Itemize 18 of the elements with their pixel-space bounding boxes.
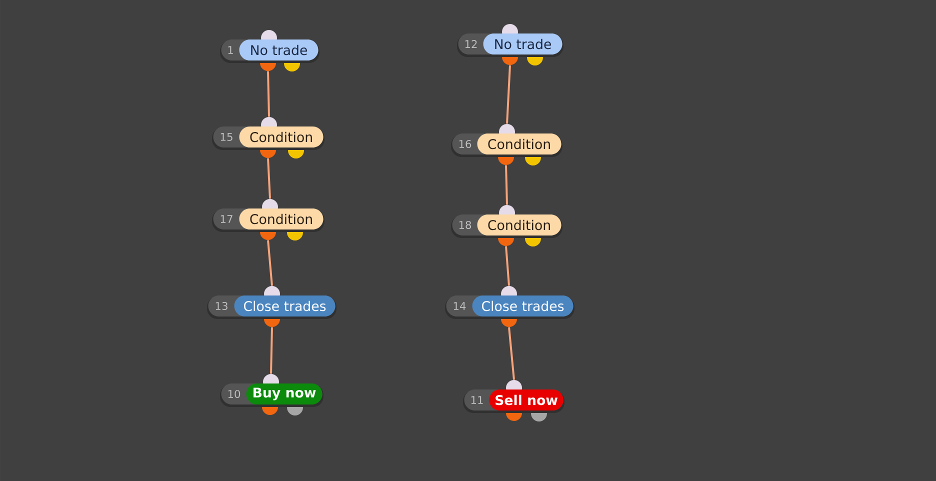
block-node: 11 Sell now — [463, 380, 564, 422]
connector-line — [267, 240, 273, 286]
block-node: 13 Close trades — [207, 286, 336, 327]
connector-line — [505, 246, 510, 286]
connector-line — [267, 158, 271, 199]
block-node: 1 No trade — [220, 30, 320, 72]
block-node: 17 Condition — [212, 199, 324, 240]
block-node: 12 No trade — [457, 24, 564, 66]
connector-line — [270, 327, 273, 374]
block-node: 10 Buy now — [220, 374, 324, 416]
block-node: 15 Condition — [212, 117, 324, 158]
connector-line — [505, 165, 508, 205]
block-node: 14 Close trades — [445, 286, 574, 327]
connector-line — [506, 65, 511, 124]
block-node: 18 Condition — [451, 205, 562, 246]
connector-line — [267, 71, 270, 117]
connector-line — [508, 327, 515, 380]
block-node: 16 Condition — [451, 124, 562, 166]
